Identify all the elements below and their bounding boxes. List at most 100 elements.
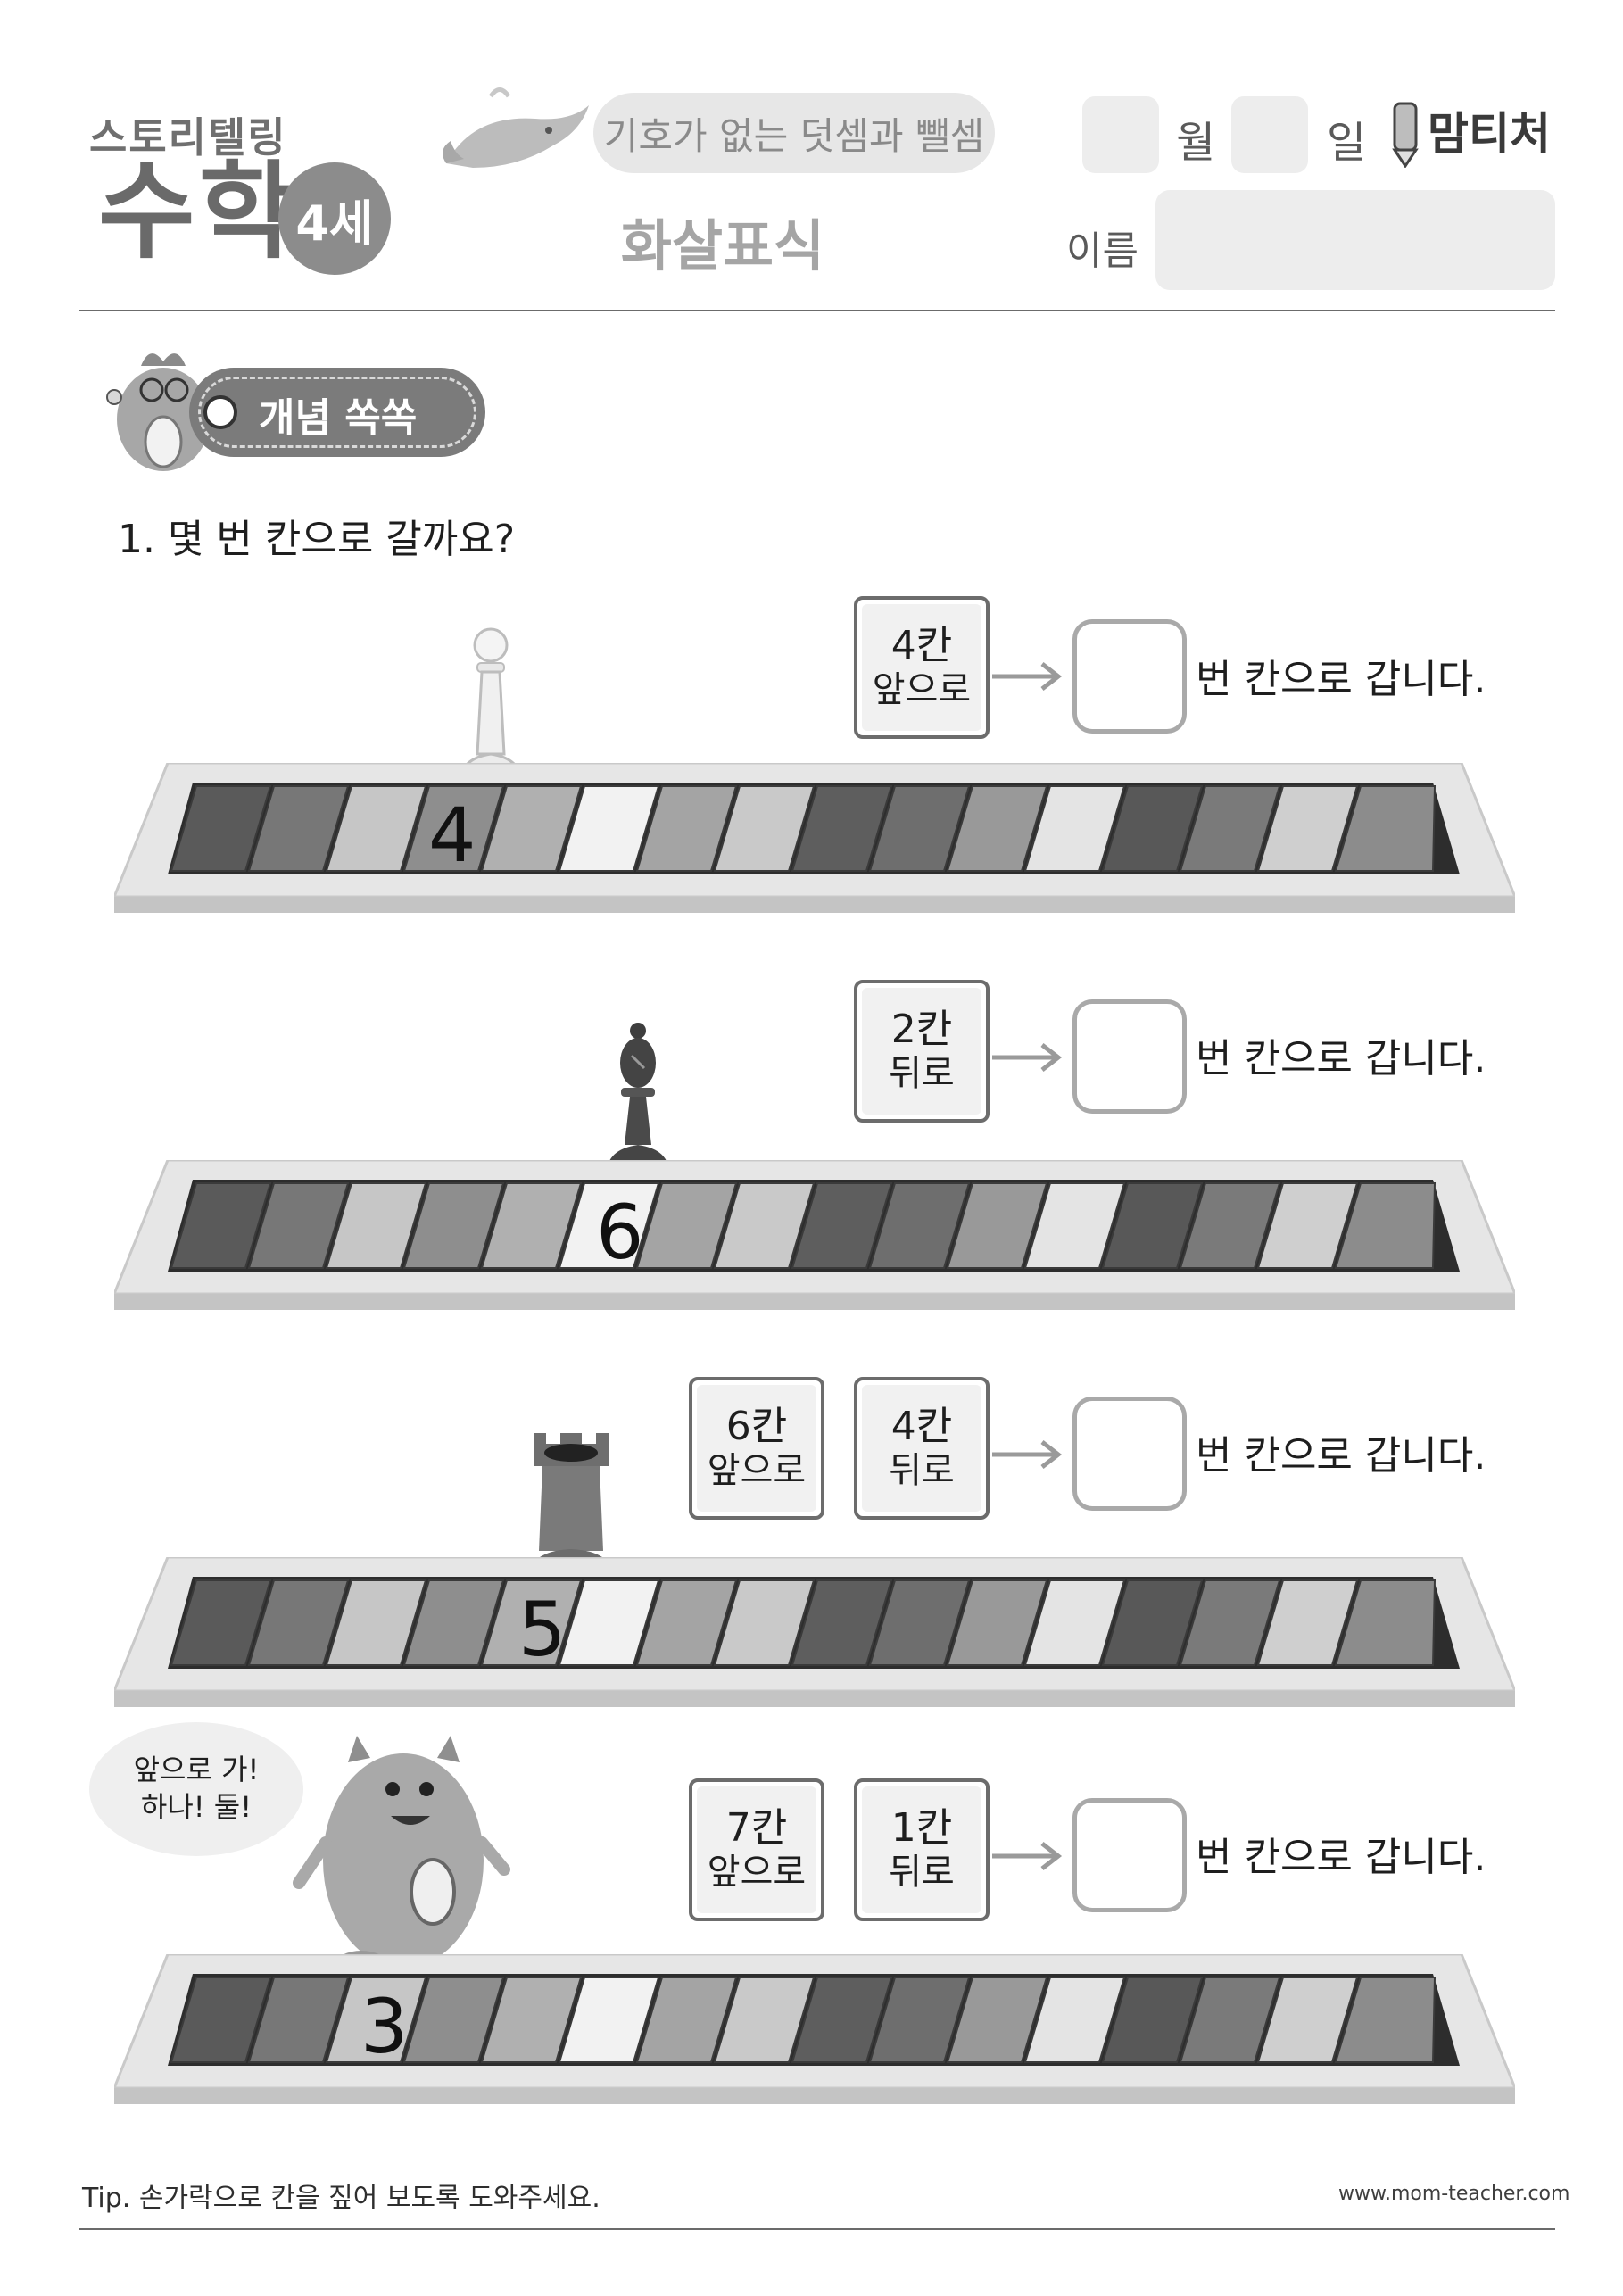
month-label: 월 (1176, 118, 1216, 168)
board-square (1334, 1579, 1437, 1666)
board-square (480, 1977, 583, 2063)
logo-subject-text: 수학 (98, 150, 300, 273)
step-count: 4칸 (890, 622, 953, 668)
board-square (1101, 1182, 1204, 1269)
board-edge (114, 1691, 1515, 1707)
board-square (868, 1182, 971, 1269)
board-square (635, 1579, 738, 1666)
step-count: 2칸 (890, 1006, 953, 1052)
month-input[interactable] (1082, 96, 1159, 173)
board-square (325, 1977, 427, 2063)
start-square-number: 5 (518, 1586, 567, 1673)
board-square (170, 1977, 272, 2063)
step-count: 4칸 (890, 1403, 953, 1449)
day-input[interactable] (1231, 96, 1308, 173)
board-square (1179, 785, 1281, 872)
mascot-scientist-icon (106, 353, 210, 471)
arrow-right-icon (992, 1043, 1063, 1072)
footer-divider (79, 2228, 1555, 2230)
answer-suffix: 번 칸으로 갑니다. (1196, 657, 1486, 702)
board-edge (114, 2088, 1515, 2104)
board-square (325, 1579, 427, 1666)
board-square (480, 785, 583, 872)
answer-box[interactable] (1072, 1798, 1187, 1912)
name-input[interactable] (1155, 190, 1555, 290)
instruction-card: 4칸 뒤로 (854, 1377, 990, 1520)
board-square (1256, 1182, 1359, 1269)
board-square (868, 785, 971, 872)
board-square (946, 785, 1048, 872)
tip-text: Tip. 손가락으로 칸을 짚어 보도록 도와주세요. (82, 2183, 600, 2214)
board-square (170, 1182, 272, 1269)
step-direction: 뒤로 (889, 1852, 955, 1894)
name-label: 이름 (1066, 228, 1139, 274)
answer-box[interactable] (1072, 619, 1187, 734)
header-divider (79, 310, 1555, 311)
board-square (791, 1579, 893, 1666)
board-square (635, 1182, 738, 1269)
board-square (480, 1182, 583, 1269)
website-url: www.mom-teacher.com (1338, 2183, 1570, 2205)
instruction-card: 6칸 앞으로 (689, 1377, 824, 1520)
board-square (170, 785, 272, 872)
board-square (558, 1977, 660, 2063)
board-square (1334, 785, 1437, 872)
board-square (946, 1977, 1048, 2063)
magnifier-icon (203, 395, 237, 429)
board-square (1023, 1977, 1126, 2063)
answer-suffix: 번 칸으로 갑니다. (1196, 1835, 1486, 1880)
start-square-number: 6 (596, 1189, 644, 1276)
day-label: 일 (1327, 118, 1367, 168)
board-square (325, 785, 427, 872)
board-square (325, 1182, 427, 1269)
speech-line: 앞으로 가! (133, 1753, 260, 1787)
board-square (1179, 1977, 1281, 2063)
board-square (791, 1977, 893, 2063)
concept-badge-dashed-border (198, 377, 476, 448)
board-square (558, 1182, 660, 1269)
instruction-card: 4칸 앞으로 (854, 596, 990, 739)
board-square (868, 1977, 971, 2063)
board-square (868, 1579, 971, 1666)
whale-illustration (443, 87, 589, 168)
board-square (1023, 1579, 1126, 1666)
speech-bubble: 앞으로 가! 하나! 둘! (89, 1722, 303, 1856)
number-board: 3 (114, 1954, 1515, 2124)
step-direction: 앞으로 (707, 1450, 807, 1492)
instruction-card: 1칸 뒤로 (854, 1778, 990, 1921)
board-square (558, 785, 660, 872)
concept-badge (189, 368, 485, 457)
concept-badge-label: 개념 쏙쏙 (259, 395, 418, 441)
instruction-card: 2칸 뒤로 (854, 980, 990, 1123)
board-square (713, 785, 816, 872)
number-board: 4 (114, 763, 1515, 932)
board-square (946, 1182, 1048, 1269)
step-count: 6칸 (725, 1403, 788, 1449)
answer-box[interactable] (1072, 1397, 1187, 1511)
board-edge (114, 1294, 1515, 1310)
step-direction: 앞으로 (707, 1852, 807, 1894)
arrow-right-icon (992, 662, 1063, 691)
board-square (1023, 1182, 1126, 1269)
start-square-number: 4 (428, 792, 476, 879)
answer-box[interactable] (1072, 999, 1187, 1114)
arrow-right-icon (992, 1842, 1063, 1870)
board-square (247, 1579, 350, 1666)
pencil-icon (1392, 102, 1419, 168)
board-square (1179, 1182, 1281, 1269)
step-direction: 뒤로 (889, 1053, 955, 1095)
board-square (1334, 1977, 1437, 2063)
step-direction: 뒤로 (889, 1450, 955, 1492)
step-count: 7칸 (725, 1804, 788, 1851)
step-direction: 앞으로 (872, 669, 972, 711)
monster-mascot-icon (293, 1736, 510, 1976)
board-square (402, 1977, 505, 2063)
board-square (635, 785, 738, 872)
answer-suffix: 번 칸으로 갑니다. (1196, 1433, 1486, 1479)
board-square (791, 785, 893, 872)
board-square (480, 1579, 583, 1666)
board-square (713, 1579, 816, 1666)
arrow-right-icon (992, 1440, 1063, 1469)
board-square (1023, 785, 1126, 872)
board-square (791, 1182, 893, 1269)
